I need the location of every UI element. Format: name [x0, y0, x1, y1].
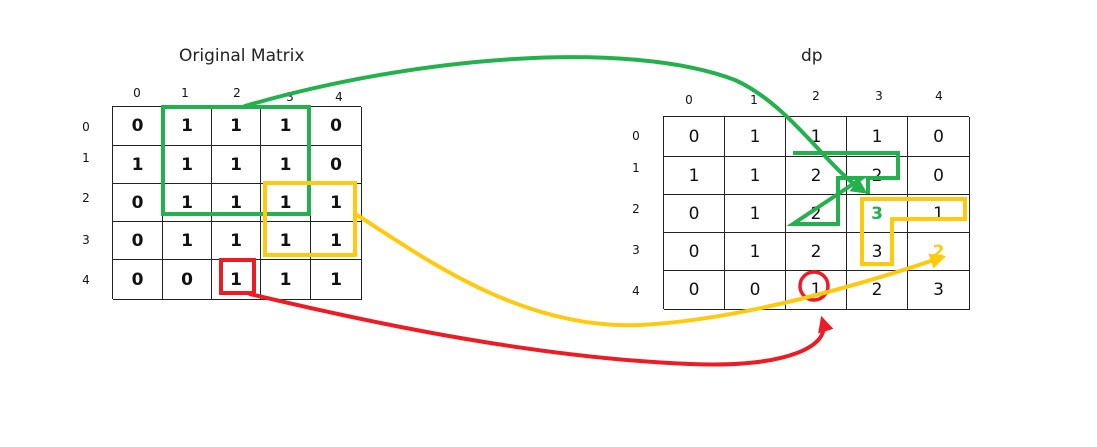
dp-col-label: 2	[812, 89, 820, 103]
original-cell-4-2: 1	[212, 260, 261, 300]
original-cell-4-0: 0	[113, 260, 163, 300]
original-cell-2-0: 0	[113, 184, 163, 222]
dp-cell-0-4: 0	[908, 117, 970, 157]
original-cell-3-0: 0	[113, 222, 163, 260]
dp-cell-4-1: 0	[725, 271, 786, 310]
original-cell-3-1: 1	[163, 222, 212, 260]
original-cell-3-4: 1	[311, 222, 362, 260]
original-row-label: 0	[82, 120, 90, 134]
original-matrix-grid: 0 1 1 1 0 1 1 1 1 0 0 1 1 1 1 0 1 1 1 1 …	[112, 106, 362, 300]
original-row-label: 3	[82, 233, 90, 247]
dp-cell-1-0: 1	[664, 157, 725, 195]
dp-matrix-grid: 0 1 1 1 0 1 1 2 2 0 0 1 2 3 1 0 1 2 3 2 …	[663, 116, 970, 310]
dp-cell-2-2: 2	[786, 195, 847, 233]
original-col-label: 0	[133, 86, 141, 100]
dp-row-label: 0	[632, 129, 640, 143]
dp-col-label: 0	[685, 93, 693, 107]
dp-cell-4-4: 3	[908, 271, 970, 310]
original-matrix-title: Original Matrix	[179, 46, 305, 66]
dp-matrix-title: dp	[801, 46, 823, 66]
dp-cell-2-4: 1	[908, 195, 970, 233]
original-row-label: 4	[82, 273, 90, 287]
original-cell-4-4: 1	[311, 260, 362, 300]
dp-row-label: 3	[632, 243, 640, 257]
dp-cell-1-2: 2	[786, 157, 847, 195]
dp-cell-1-4: 0	[908, 157, 970, 195]
dp-col-label: 4	[935, 89, 943, 103]
original-cell-3-2: 1	[212, 222, 261, 260]
original-cell-2-2: 1	[212, 184, 261, 222]
dp-cell-4-2: 1	[786, 271, 847, 310]
dp-cell-2-3: 3	[847, 195, 908, 233]
original-row-label: 1	[82, 151, 90, 165]
original-cell-1-2: 1	[212, 146, 261, 184]
original-row-label: 2	[82, 191, 90, 205]
original-cell-4-1: 0	[163, 260, 212, 300]
original-col-label: 3	[286, 90, 294, 104]
original-cell-3-3: 1	[261, 222, 311, 260]
dp-cell-2-1: 1	[725, 195, 786, 233]
dp-row-label: 2	[632, 202, 640, 216]
dp-cell-0-1: 1	[725, 117, 786, 157]
original-cell-1-0: 1	[113, 146, 163, 184]
dp-cell-0-3: 1	[847, 117, 908, 157]
dp-cell-3-1: 1	[725, 233, 786, 271]
original-cell-1-1: 1	[163, 146, 212, 184]
dp-col-label: 1	[750, 93, 758, 107]
original-cell-0-2: 1	[212, 107, 261, 146]
dp-row-label: 1	[632, 161, 640, 175]
dp-cell-4-3: 2	[847, 271, 908, 310]
dp-col-label: 3	[875, 89, 883, 103]
dp-row-label: 4	[632, 284, 640, 298]
original-cell-1-3: 1	[261, 146, 311, 184]
dp-cell-3-2: 2	[786, 233, 847, 271]
original-col-label: 4	[335, 90, 343, 104]
original-cell-0-4: 0	[311, 107, 362, 146]
dp-cell-4-0: 0	[664, 271, 725, 310]
original-col-label: 1	[181, 86, 189, 100]
original-cell-0-0: 0	[113, 107, 163, 146]
dp-cell-2-0: 0	[664, 195, 725, 233]
original-cell-2-4: 1	[311, 184, 362, 222]
original-cell-4-3: 1	[261, 260, 311, 300]
original-col-label: 2	[233, 86, 241, 100]
dp-cell-3-3: 3	[847, 233, 908, 271]
original-cell-1-4: 0	[311, 146, 362, 184]
dp-cell-1-3: 2	[847, 157, 908, 195]
dp-cell-0-0: 0	[664, 117, 725, 157]
dp-cell-3-0: 0	[664, 233, 725, 271]
original-cell-2-1: 1	[163, 184, 212, 222]
original-cell-0-1: 1	[163, 107, 212, 146]
original-cell-0-3: 1	[261, 107, 311, 146]
original-cell-2-3: 1	[261, 184, 311, 222]
dp-cell-3-4: 2	[908, 233, 970, 271]
dp-cell-0-2: 1	[786, 117, 847, 157]
dp-cell-1-1: 1	[725, 157, 786, 195]
